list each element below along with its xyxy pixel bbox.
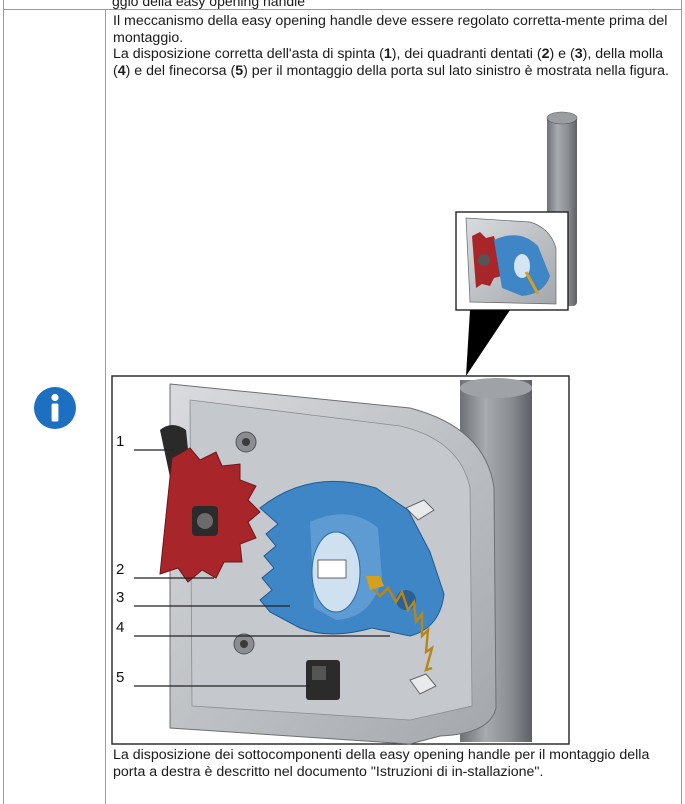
cut-off-heading: ggio della easy opening handle [112,0,306,9]
table-frame [3,0,682,804]
callout-1: 1 [116,433,125,450]
callout-2: 2 [116,561,125,578]
instruction-paragraph-2: La disposizione corretta dell'asta di sp… [113,46,669,79]
callout-4: 4 [116,619,125,636]
ref-number: 4 [117,62,126,79]
table-top-border [3,9,682,10]
instruction-paragraph-1: Il meccanismo della easy opening handle … [113,13,668,46]
mechanism-illustration [111,111,578,745]
callout-5: 5 [116,669,125,686]
callout-3: 3 [116,589,125,606]
thumbnail-view [455,111,578,311]
callout-wedge [466,310,510,376]
ref-number: 3 [574,46,583,62]
column-divider [105,9,106,804]
ref-number: 2 [541,46,550,62]
ref-number: 1 [383,46,392,62]
spring [371,586,435,672]
instruction-paragraph-3: La disposizione dei sottocomponenti dell… [113,747,650,780]
ref-number: 5 [235,62,244,79]
info-icon [34,387,76,429]
mechanism-figure: 1 2 3 4 5 [110,108,685,748]
